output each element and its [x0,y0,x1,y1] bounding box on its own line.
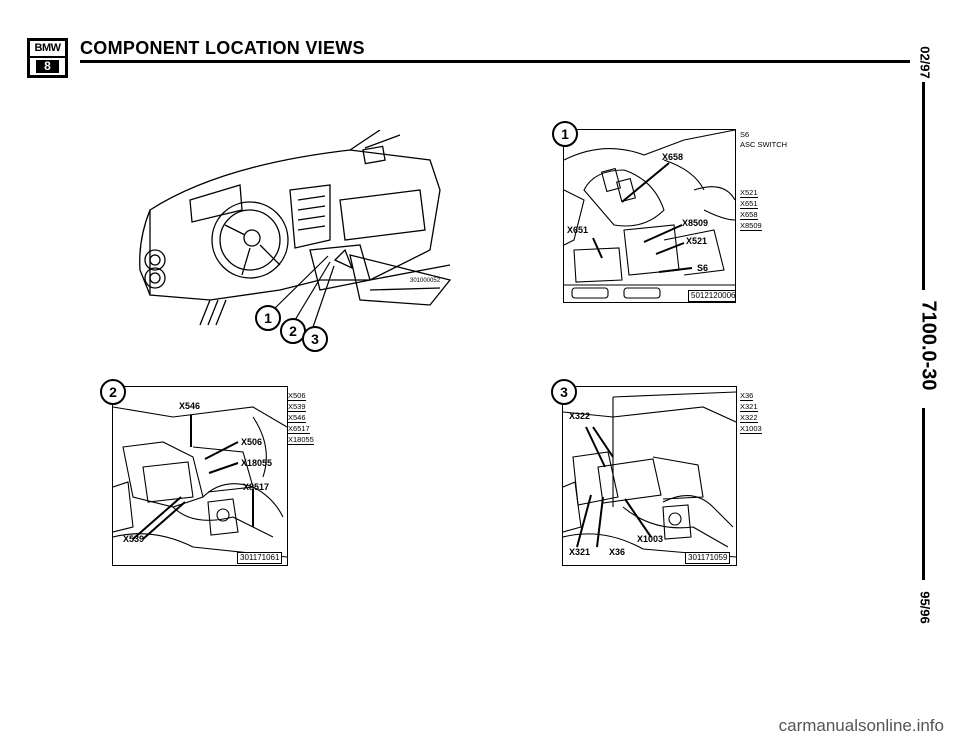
overview-ref: 301000052 [410,278,441,284]
detail-view-2: X546 X506 X18055 X8517 X539 301171061 [112,386,288,566]
overview-callout-3: 3 [302,326,328,352]
label-x521: X521 [686,236,708,246]
part-number: 301171059 [685,552,731,564]
view-2-drawing [113,406,287,558]
label-x8517: X8517 [243,482,270,492]
label-x1003: X1003 [637,534,664,544]
page-title: COMPONENT LOCATION VIEWS [80,38,365,58]
view-1-callout: 1 [552,121,578,147]
label-x658: X658 [662,152,684,162]
label-s6: S6 [697,263,709,273]
label-x36: X36 [609,547,626,557]
label-x546: X546 [179,401,201,411]
view-1-connector-list: X521 X651 X658 X8509 [740,188,762,232]
component-code: S6 [740,130,750,139]
view-1-component-list: S6 ASC SWITCH [740,130,787,150]
connector-item: X521 [740,188,758,198]
label-x506: X506 [241,437,263,447]
label-x322: X322 [569,411,591,421]
side-rule-top [922,82,925,290]
connector-item: X506 [288,391,306,401]
connector-item: X36 [740,391,754,401]
detail-view-3: X322 X1003 X321 X36 301171059 [562,386,737,566]
logo-series: 8 [36,60,59,73]
connector-item: X321 [740,402,758,412]
connector-item: X539 [288,402,306,412]
label-x321: X321 [569,547,591,557]
overview-callout-1: 1 [255,305,281,331]
section-code: 7100.0-30 [917,300,940,391]
connector-item: X322 [740,413,758,423]
detail-view-1: X658 X8509 X651 X521 S6 5012120006 [563,129,736,303]
side-rule-bottom [922,408,925,580]
connector-item: X658 [740,210,758,220]
label-x18055: X18055 [241,458,273,468]
connector-item: X18055 [288,435,314,445]
label-x539: X539 [123,534,145,544]
dashboard-drawing [139,130,452,331]
component-desc: ASC SWITCH [740,140,788,149]
connector-item: X8509 [740,221,762,231]
view-3-connector-list: X36 X321 X322 X1003 [740,391,762,435]
dashboard-overview: 301000052 1 2 3 [130,130,460,360]
logo-text: BMW [30,41,65,58]
part-number: 301171061 [237,552,283,564]
connector-item: X651 [740,199,758,209]
connector-item: X1003 [740,424,762,434]
label-x651: X651 [567,225,589,235]
revision-date: 02/97 [917,46,933,79]
part-number: 5012120006 [688,290,735,302]
view-3-drawing [563,391,736,558]
view-1-drawing [564,130,735,299]
watermark: carmanualsonline.info [778,716,944,735]
view-2-callout: 2 [100,379,126,405]
bmw-logo: BMW 8 [27,38,68,78]
connector-item: X546 [288,413,306,423]
label-x8509: X8509 [682,218,709,228]
view-2-connector-list: X506 X539 X546 X6517 X18055 [288,391,314,446]
view-3-callout: 3 [551,379,577,405]
connector-item: X6517 [288,424,310,434]
model-year: 95/96 [917,591,933,624]
header-rule [80,60,910,63]
